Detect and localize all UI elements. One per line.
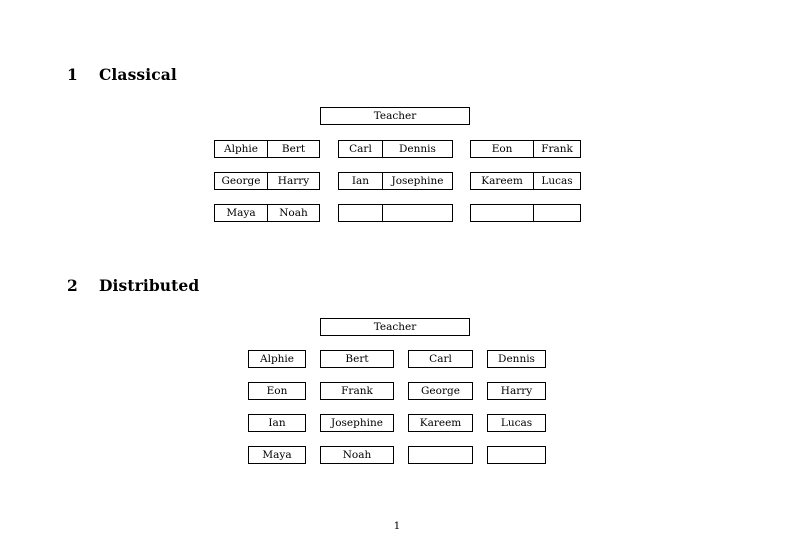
- classical-cell: Eon: [491, 142, 513, 155]
- classical-teacher-label: Teacher: [373, 109, 417, 122]
- classical-cell: Bert: [267, 141, 319, 157]
- classical-group-r3c3[interactable]: [470, 204, 581, 222]
- classical-cell-empty: [339, 205, 382, 221]
- classical-teacher-box[interactable]: Teacher: [320, 107, 470, 125]
- distributed-cell: Maya: [262, 448, 292, 461]
- section-heading-classical: 1 Classical: [67, 65, 177, 84]
- distributed-box-r4c3[interactable]: [408, 446, 473, 464]
- classical-cell: Harry: [267, 173, 319, 189]
- distributed-box-r2c2[interactable]: Frank: [320, 382, 394, 400]
- distributed-cell: Frank: [341, 384, 373, 397]
- distributed-box-r3c2[interactable]: Josephine: [320, 414, 394, 432]
- distributed-cell: Dennis: [498, 352, 535, 365]
- classical-cell: Ian: [351, 174, 370, 187]
- distributed-cell: Bert: [345, 352, 369, 365]
- distributed-cell: Kareem: [419, 416, 462, 429]
- section-title: Classical: [99, 65, 177, 84]
- distributed-box-r3c4[interactable]: Lucas: [487, 414, 546, 432]
- section-number: 2: [67, 276, 78, 295]
- classical-cell: Lucas: [533, 173, 580, 189]
- distributed-cell: Noah: [342, 448, 372, 461]
- classical-cell: Dennis: [381, 141, 452, 157]
- distributed-box-r1c4[interactable]: Dennis: [487, 350, 546, 368]
- distributed-box-r1c3[interactable]: Carl: [408, 350, 473, 368]
- classical-group-r3c2[interactable]: [338, 204, 453, 222]
- distributed-box-r3c3[interactable]: Kareem: [408, 414, 473, 432]
- section-heading-distributed: 2 Distributed: [67, 276, 199, 295]
- classical-cell: Josephine: [381, 173, 452, 189]
- distributed-cell-empty: [409, 447, 472, 463]
- distributed-cell: Carl: [429, 352, 452, 365]
- classical-cell: George: [221, 174, 261, 187]
- section-number: 1: [67, 65, 78, 84]
- distributed-box-r2c1[interactable]: Eon: [248, 382, 306, 400]
- classical-cell: Alphie: [224, 142, 258, 155]
- distributed-teacher-label: Teacher: [373, 320, 417, 333]
- distributed-box-r1c1[interactable]: Alphie: [248, 350, 306, 368]
- classical-group-r1c3[interactable]: Eon Frank: [470, 140, 581, 158]
- classical-cell: Kareem: [481, 174, 523, 187]
- distributed-box-r4c4[interactable]: [487, 446, 546, 464]
- distributed-cell: Lucas: [500, 416, 533, 429]
- page-number: 1: [393, 520, 401, 532]
- classical-group-r1c2[interactable]: Carl Dennis: [338, 140, 453, 158]
- classical-cell: Noah: [267, 205, 319, 221]
- classical-group-r2c1[interactable]: George Harry: [214, 172, 320, 190]
- classical-cell-empty: [471, 205, 533, 221]
- classical-group-r1c1[interactable]: Alphie Bert: [214, 140, 320, 158]
- classical-cell: Maya: [226, 206, 256, 219]
- distributed-cell: Ian: [268, 416, 286, 429]
- distributed-box-r3c1[interactable]: Ian: [248, 414, 306, 432]
- classical-group-r3c1[interactable]: Maya Noah: [214, 204, 320, 222]
- distributed-cell-empty: [488, 447, 545, 463]
- classical-cell: Frank: [533, 141, 580, 157]
- distributed-cell: George: [421, 384, 460, 397]
- distributed-box-r2c3[interactable]: George: [408, 382, 473, 400]
- distributed-cell: Harry: [500, 384, 533, 397]
- distributed-cell: Alphie: [260, 352, 294, 365]
- distributed-teacher-box[interactable]: Teacher: [320, 318, 470, 336]
- classical-group-r2c3[interactable]: Kareem Lucas: [470, 172, 581, 190]
- distributed-box-r1c2[interactable]: Bert: [320, 350, 394, 368]
- classical-cell-empty: [381, 205, 452, 221]
- classical-cell-empty: [533, 205, 580, 221]
- classical-cell: Carl: [349, 142, 372, 155]
- distributed-box-r2c4[interactable]: Harry: [487, 382, 546, 400]
- distributed-box-r4c2[interactable]: Noah: [320, 446, 394, 464]
- classical-group-r2c2[interactable]: Ian Josephine: [338, 172, 453, 190]
- distributed-cell: Eon: [266, 384, 288, 397]
- distributed-cell: Josephine: [331, 416, 383, 429]
- section-title: Distributed: [99, 276, 200, 295]
- distributed-box-r4c1[interactable]: Maya: [248, 446, 306, 464]
